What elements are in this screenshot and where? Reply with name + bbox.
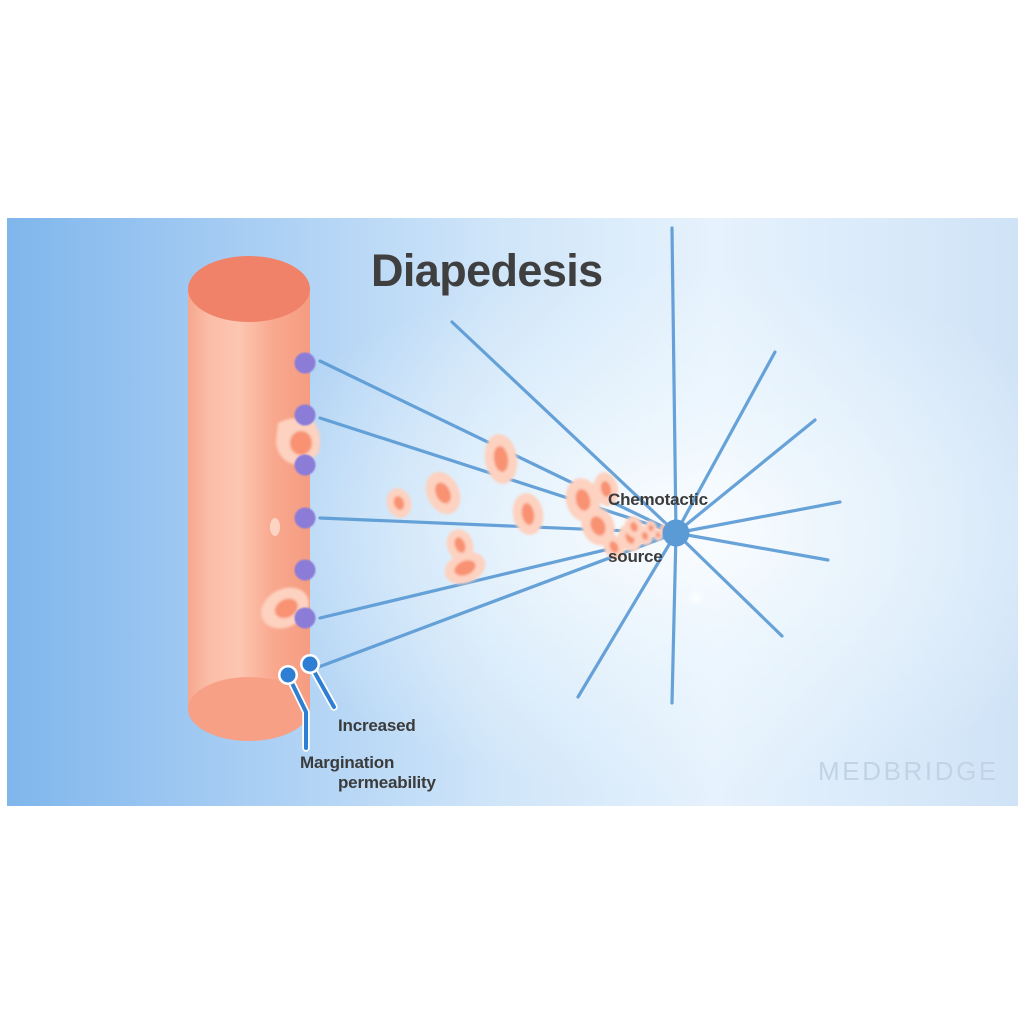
- page-title: Diapedesis: [371, 245, 603, 296]
- callout-pin-group: [278, 654, 338, 752]
- chemotactic-ray: [450, 320, 678, 535]
- adhesion-molecule: [294, 352, 316, 374]
- migrating-cell: [386, 488, 412, 518]
- margination-pin-stem-core: [286, 673, 308, 750]
- migrating-cell: [593, 472, 619, 506]
- margination-pin-head: [280, 667, 296, 683]
- increased-permeability-label-line1: Increased: [338, 716, 416, 736]
- chemotactic-ray: [674, 531, 784, 638]
- glow-dot: [687, 589, 705, 607]
- canvas-glow: [7, 218, 1018, 806]
- chemotactic-source-label-line1: Chemotactic: [608, 490, 708, 510]
- migrating-cell: [512, 493, 544, 535]
- vessel-bottom-curve: [188, 677, 310, 741]
- vessel-pore: [270, 518, 280, 536]
- chemotactic-source-label-line2: source: [608, 547, 663, 567]
- adhesion-molecule: [294, 507, 316, 529]
- migrating-cell: [581, 506, 615, 546]
- chemotactic-ray: [670, 226, 678, 535]
- marginating-cell: [276, 417, 321, 465]
- migrating-cell: [425, 471, 461, 515]
- migrating-cell-group: [386, 434, 669, 584]
- illustration-canvas: [7, 218, 1018, 806]
- chemotactic-ray: [318, 516, 678, 535]
- migrating-cell: [652, 529, 664, 541]
- diapedesis-illustration: [7, 218, 1018, 806]
- migrating-cell: [484, 434, 518, 484]
- adhesion-molecule: [294, 607, 316, 629]
- chemotactic-ray: [674, 531, 830, 562]
- adhesion-molecule: [294, 559, 316, 581]
- chemotactic-ray: [576, 531, 678, 699]
- increased-permeability-label: Increased permeability: [338, 678, 436, 830]
- chemotactic-ray: [674, 418, 817, 535]
- chemotactic-ray: [670, 531, 678, 705]
- adhesion-molecule: [294, 404, 316, 426]
- chemotactic-ray: [674, 500, 842, 535]
- adhesion-molecule: [294, 454, 316, 476]
- increased-permeability-label-line2: permeability: [338, 773, 436, 793]
- medbridge-watermark: MEDBRIDGE: [818, 756, 999, 786]
- vessel-body: [188, 289, 310, 709]
- margination-label: Margination: [300, 753, 395, 772]
- increased-permeability-pin-head: [302, 656, 318, 672]
- migrating-cell: [446, 529, 474, 561]
- blood-vessel: [188, 256, 310, 741]
- marginating-cell-group: [261, 417, 321, 629]
- migrating-cell: [444, 552, 486, 584]
- vessel-top-opening: [188, 256, 310, 322]
- chemotactic-ray: [674, 350, 777, 535]
- chemotactic-source-hub: [662, 519, 690, 547]
- chemotactic-source-label: Chemotactic source: [608, 452, 708, 604]
- adhesion-molecule-group: [294, 352, 316, 629]
